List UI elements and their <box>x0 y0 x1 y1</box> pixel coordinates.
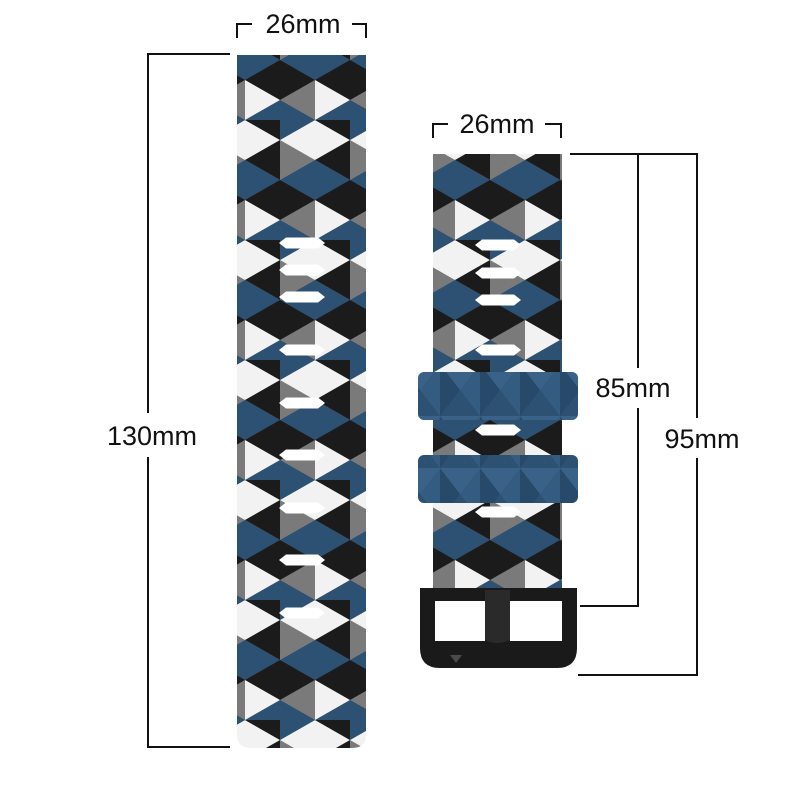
short-strap-total-length-label: 95mm <box>664 424 739 454</box>
buckle-icon <box>420 588 577 668</box>
strap-hole <box>475 239 521 251</box>
strap-hole <box>279 502 325 514</box>
strap-hole <box>279 291 325 303</box>
strap-hole <box>279 237 325 249</box>
strap-hole <box>475 424 521 436</box>
keeper-loop-lower <box>418 455 578 503</box>
long-strap-holes <box>279 237 325 619</box>
strap-hole <box>279 344 325 356</box>
strap-hole <box>475 294 521 306</box>
strap-hole <box>279 397 325 409</box>
strap-hole <box>279 449 325 461</box>
strap-hole <box>475 344 521 356</box>
short-strap-body-length-label: 85mm <box>595 373 670 403</box>
strap-hole <box>279 607 325 619</box>
short-strap-holes <box>475 239 521 518</box>
dimension-lines <box>147 23 698 748</box>
keeper-loop-upper <box>418 372 578 420</box>
short-strap-width-label: 26mm <box>459 109 534 139</box>
long-strap-width-label: 26mm <box>265 9 340 39</box>
long-strap-length-label: 130mm <box>107 421 197 451</box>
short-strap <box>418 154 578 606</box>
strap-hole <box>475 267 521 279</box>
long-strap <box>237 55 366 748</box>
strap-hole <box>279 264 325 276</box>
strap-hole <box>475 506 521 518</box>
strap-hole <box>279 554 325 566</box>
